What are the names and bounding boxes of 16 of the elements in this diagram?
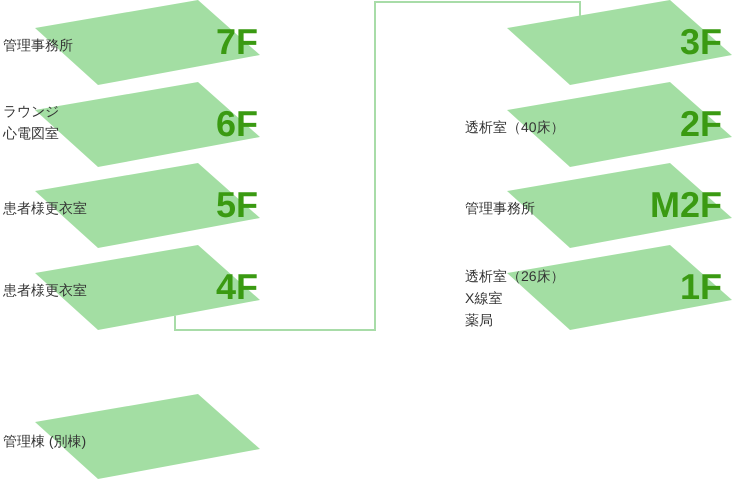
room-label: 透析室（26床） xyxy=(465,267,565,286)
floor-number: M2F xyxy=(650,185,722,225)
floor-number: 3F xyxy=(680,22,722,62)
room-label: 管理事務所 xyxy=(465,199,535,218)
floor-number: 2F xyxy=(680,104,722,144)
room-label: ラウンジ xyxy=(3,102,59,121)
room-label: 管理棟 (別棟) xyxy=(3,432,86,451)
floor-number: 1F xyxy=(680,267,722,307)
room-label: 透析室（40床） xyxy=(465,118,565,137)
connector-line xyxy=(174,1,581,331)
room-label: X線室 xyxy=(465,289,504,308)
room-label: 薬局 xyxy=(465,311,494,330)
room-label: 管理事務所 xyxy=(3,36,73,55)
room-label: 患者様更衣室 xyxy=(3,281,87,300)
room-label: 心電図室 xyxy=(3,124,59,143)
room-label: 患者様更衣室 xyxy=(3,199,87,218)
